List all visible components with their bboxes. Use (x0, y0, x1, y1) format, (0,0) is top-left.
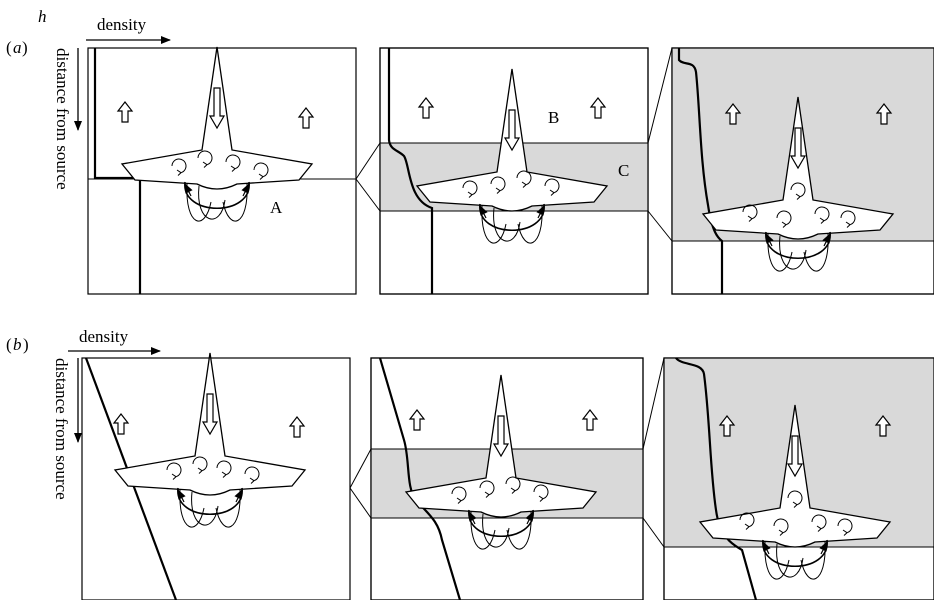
panel-b2 (371, 358, 643, 600)
label-density-b: density (79, 327, 129, 346)
zoom-connector (648, 48, 672, 241)
label-b-open: ( (6, 335, 12, 354)
label-b-letter: b (13, 335, 22, 354)
label-distance-b: distance from source (52, 358, 71, 500)
label-a-letter: a (13, 38, 22, 57)
panel-a1: A (88, 47, 356, 294)
panel-b1 (82, 353, 350, 600)
label-h: h (38, 7, 47, 26)
zoom-connector (643, 358, 664, 547)
panel-b3 (664, 358, 934, 600)
zoom-connector (350, 449, 371, 518)
panel-a3 (672, 48, 934, 294)
label-a-open: ( (6, 38, 12, 57)
panel-a2: B C (380, 48, 648, 294)
label-b-close: ) (23, 335, 29, 354)
zoom-connector (356, 143, 380, 211)
label-distance-a: distance from source (53, 48, 72, 190)
label-a-close: ) (22, 38, 28, 57)
label-A: A (270, 198, 283, 217)
label-B: B (548, 108, 559, 127)
label-C: C (618, 161, 629, 180)
label-density-a: density (97, 15, 147, 34)
